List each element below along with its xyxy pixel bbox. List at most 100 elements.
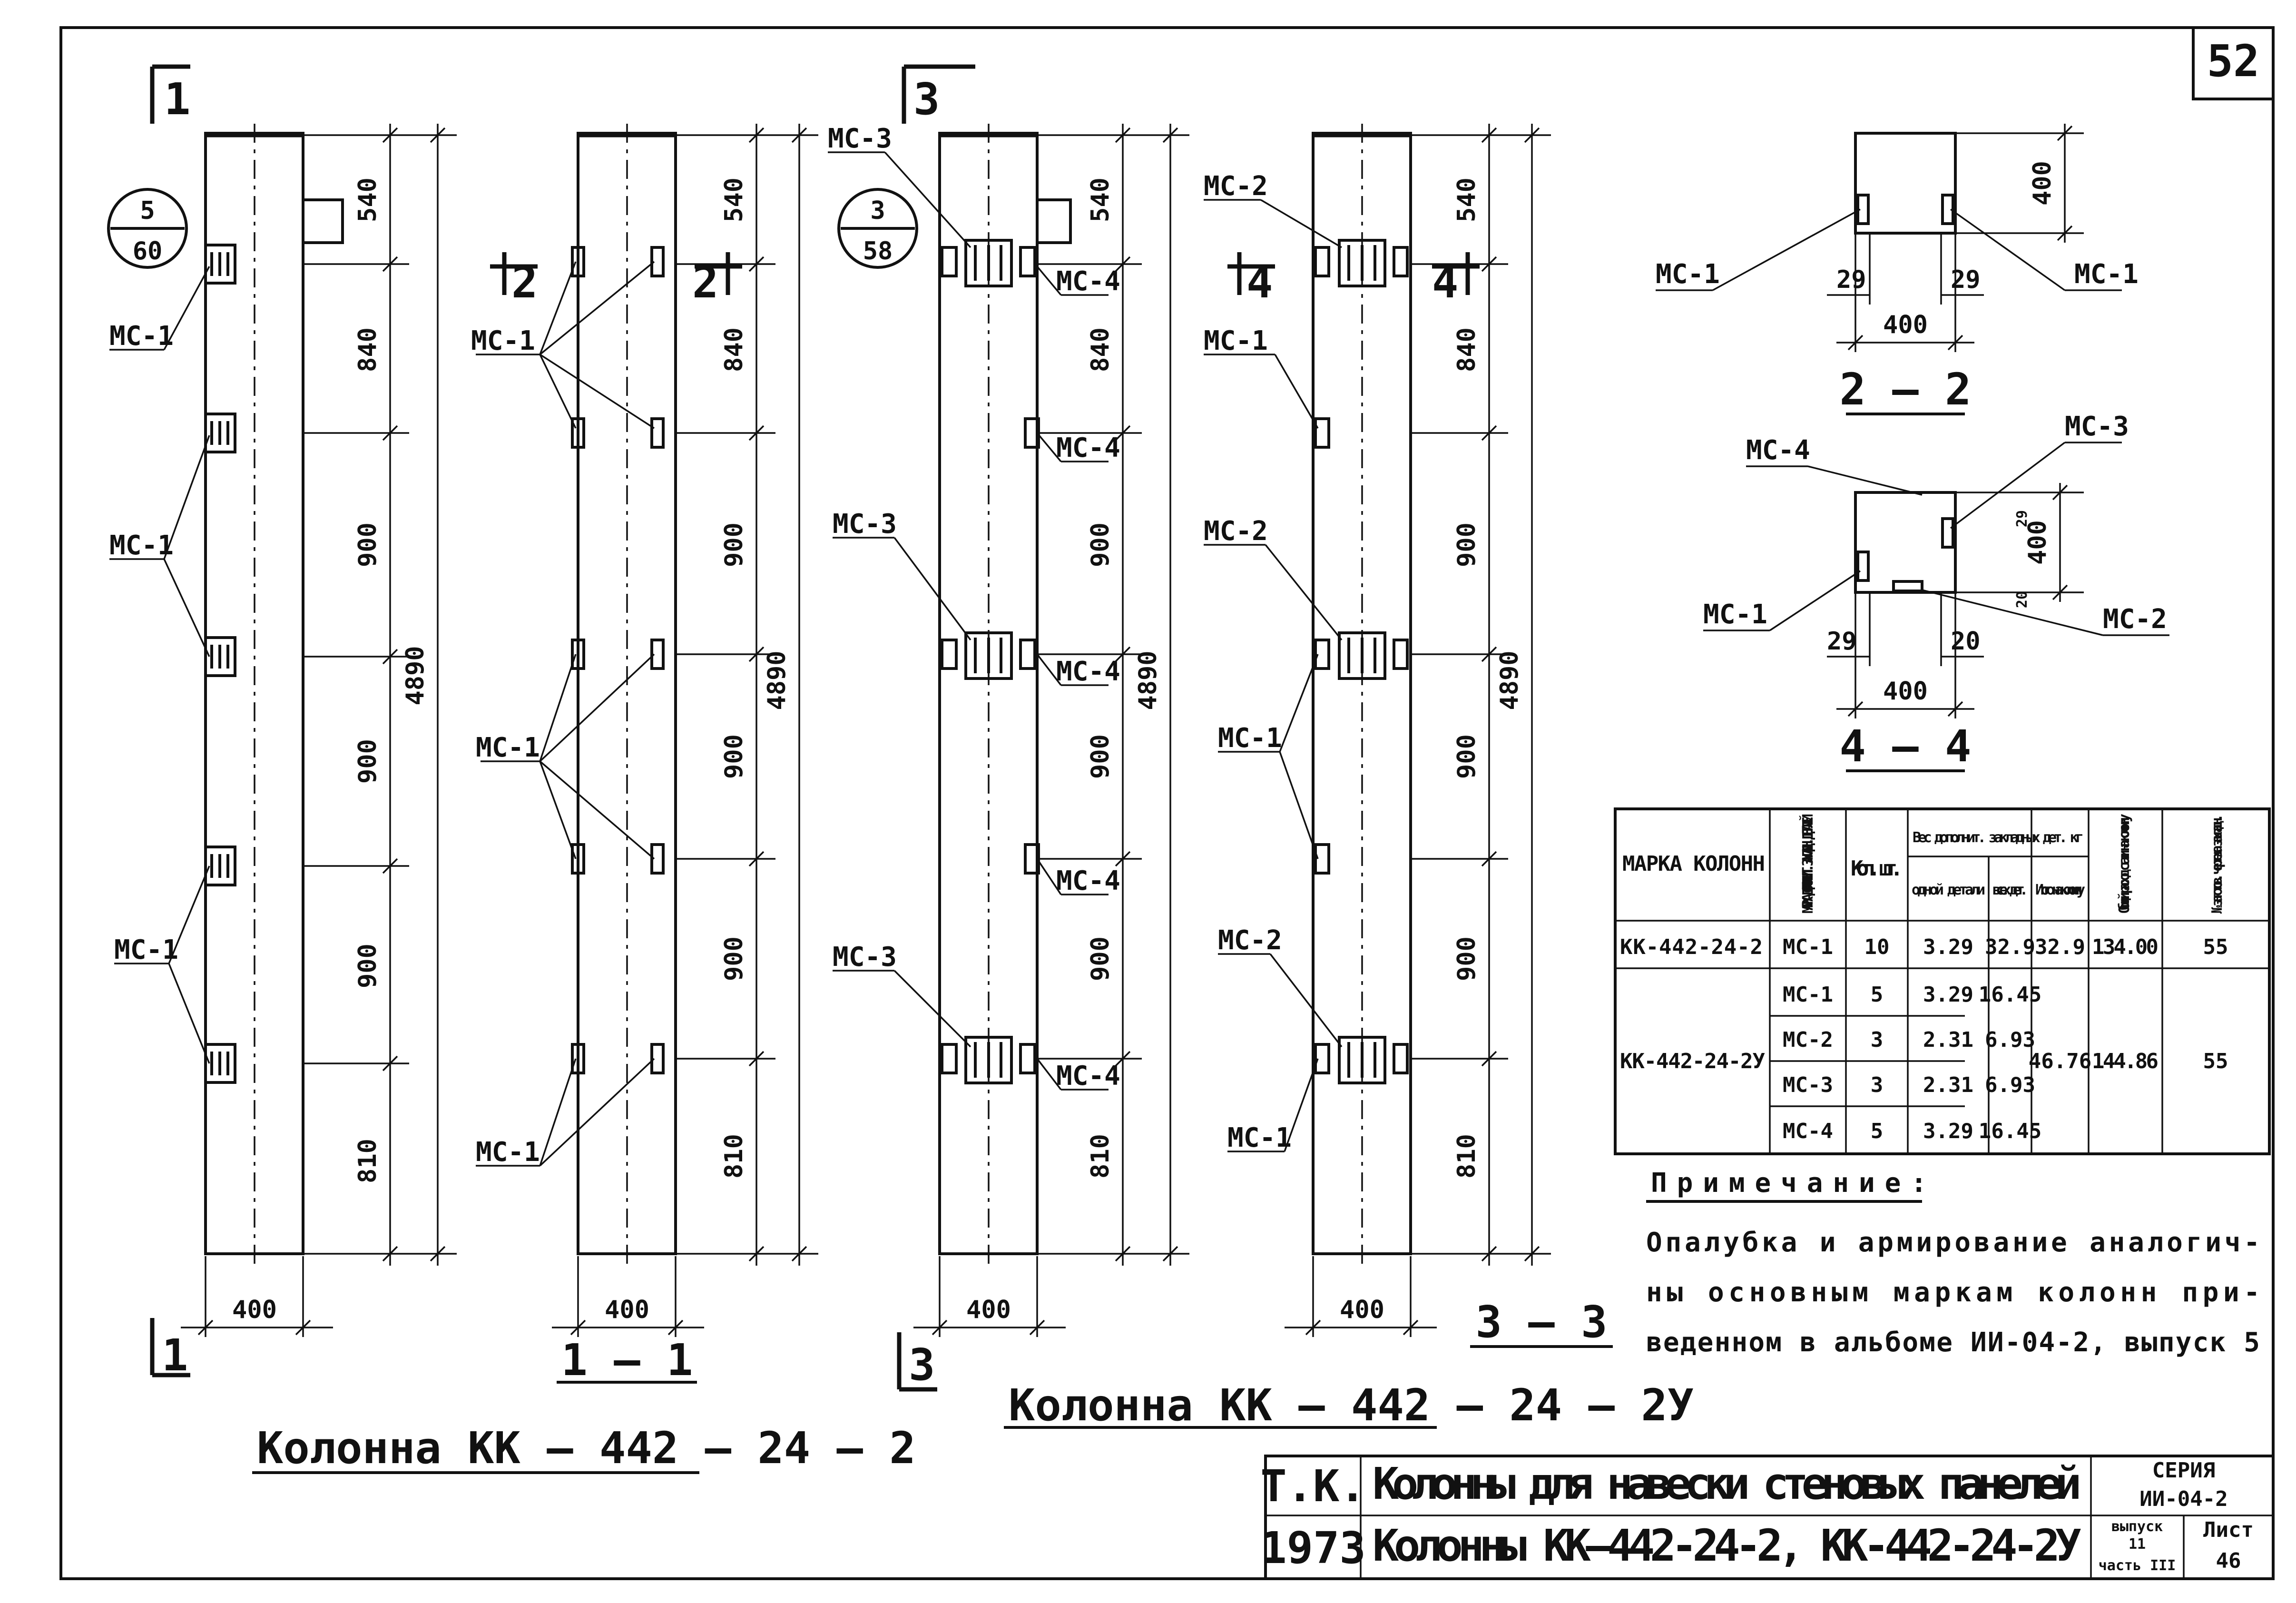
column-a-width-400: 400 [232,1296,277,1324]
title-block-series-label: СЕРИЯ [2152,1458,2215,1483]
row1-part: МС-1 [1783,935,1833,959]
section-3-3-dim-900-2: 900 [1452,734,1481,779]
section-mark-4 [1227,252,1480,295]
section-4-left: 4 [1246,257,1273,308]
row2-item4-part: МС-4 [1783,1119,1833,1143]
row1-qty: 10 [1864,935,1890,959]
section-2-2-caption: 2 — 2 [1840,364,1972,415]
section-2-2-view: 400 29 29 400 МС-1 МС-1 2 — 2 [1656,124,2139,415]
section-3-3-dimensions [1411,124,1551,1266]
row2-item3-part: МС-3 [1783,1073,1833,1097]
row2-drawing: 55 [2203,1049,2228,1073]
note-line-1: Опалубка и армирование аналогич- [1646,1227,2260,1258]
callout-3-58 [837,188,918,269]
title-block-sheet-label: Лист [2203,1518,2254,1542]
column-b-dim-900-2: 900 [1086,734,1115,779]
column-b-dim-900-1: 900 [1086,522,1115,567]
callout-5-60 [107,188,188,269]
section-1-1-dim-540: 540 [720,177,748,222]
callout-58: 58 [863,237,893,266]
section-4-4-label-mc3: МС-3 [2065,411,2129,442]
column-b-dim-4890: 4890 [1134,650,1162,710]
section-1-1-label-mc1-a: МС-1 [471,325,535,356]
title-block-title: Колонны для навески стеновых панелей [1373,1458,2081,1509]
section-2-2-dim-29-r: 29 [1951,266,1981,294]
row1-total: 32.9 [2035,935,2085,959]
column-b-label-mc3-b: МС-3 [833,509,897,540]
column-a-elevation: 540 840 900 900 900 810 4890 400 1 1 5 6… [107,64,916,1474]
column-a-label-mc1-c: МС-1 [114,934,178,965]
section-4-4-dim-400-h: 400 [1883,677,1928,706]
section-1-1-dim-900-1: 900 [720,522,748,567]
column-b-width-400: 400 [966,1296,1011,1324]
section-3-3-width-400: 400 [1340,1296,1384,1324]
row2-item4-qty: 5 [1871,1119,1884,1143]
section-4-4-dim-29-v: 29 [2014,510,2031,527]
row2-item3-qty: 3 [1871,1073,1884,1097]
column-b-plates [941,239,1040,1084]
section-3-3-dim-4890: 4890 [1495,650,1524,710]
section-1-1-dim-900-2: 900 [720,734,748,779]
column-b-leaders [828,151,1109,1091]
row2-item3-one: 2.31 [1923,1073,1973,1097]
section-1-bottom: 1 [162,1330,188,1381]
row2-item1-one: 3.29 [1923,983,1973,1007]
title-block: Т.К. 1973 Колонны для навески стеновых п… [1260,1455,2275,1580]
row1-one: 3.29 [1923,935,1973,959]
column-b-label-mc4-a: МС-4 [1056,266,1120,297]
title-block-subtitle: Колонны КК—442-24-2, КК-442-24-2У [1373,1520,2081,1571]
table-header-drawing: № заготов. чертежа закладн. [2209,814,2226,914]
section-3-3-leaders [1204,199,1343,1152]
column-a-dim-4890: 4890 [401,646,430,705]
column-b-label-mc4-d: МС-4 [1056,865,1120,896]
row1-steel: 134.00 [2092,935,2159,959]
section-2-2-dim-400-v: 400 [2028,161,2057,206]
row2-item4-one: 3.29 [1923,1119,1973,1143]
section-3-3-dim-840: 840 [1452,327,1481,372]
section-1-1-plates [571,246,665,1074]
section-4-4-label-mc2: МС-2 [2103,604,2167,635]
column-a-console [303,198,344,244]
column-a-label-mc1-a: МС-1 [109,321,174,352]
table-header-weight: Вес дополнит. закладных дет. кг [1913,829,2084,846]
row1-mark: КК-442-24-2 [1620,935,1763,959]
column-b-label-mc4-b: МС-4 [1056,433,1120,463]
section-1-top: 1 [164,74,190,125]
column-a-label-mc1-b: МС-1 [109,530,174,561]
section-3-3-dim-900-3: 900 [1452,936,1481,981]
table-header-qty: Кол. шт. [1851,856,1903,881]
section-4-4-label-mc1: МС-1 [1703,599,1767,630]
table-header-total: Итого на колонну [2035,882,2085,898]
title-block-part: часть III [2099,1557,2176,1574]
title-block-series: ИИ-04-2 [2139,1487,2227,1511]
section-3-3-label-mc1-c: МС-1 [1227,1122,1292,1153]
section-mark-1 [150,64,190,1377]
title-block-tk: Т.К. [1260,1461,1366,1512]
row2-item1-all: 16.45 [1979,983,2041,1007]
table-header-one: одной детали [1912,882,1985,898]
column-a-leaders [109,266,210,1064]
section-3-3-dim-900-1: 900 [1452,522,1481,567]
section-3-3-label-mc2-c: МС-2 [1218,925,1282,956]
section-2-left: 2 [511,257,538,308]
table-header-part: МАРКА ДОПОЛНИТ. ЗАКЛАДН. ДЕТАЛЕЙ [1799,814,1816,914]
section-1-1-view: МС-1 МС-1 МС-1 540 840 900 900 900 810 4… [471,124,818,1386]
section-1-1-width-dim [552,1256,704,1337]
column-b-caption: Колонна КК — 442 — 24 — 2У [1009,1380,1694,1431]
section-4-4-view: 400 29 20 29 20 400 МС-4 МС-3 МС-1 МС-2 … [1703,411,2169,772]
section-4-4-dim-29-h: 29 [1827,627,1857,656]
column-b-elevation: МС-3 МС-4 МС-4 МС-3 МС-4 МС-4 МС-3 МС-4 … [828,64,1694,1431]
column-a-dim-900-2: 900 [353,739,382,784]
table-header-mark: МАРКА КОЛОНН [1622,852,1765,876]
column-a-dim-900-3: 900 [353,944,382,988]
section-3-3-dim-810: 810 [1452,1134,1481,1179]
section-1-1-width-400: 400 [605,1296,649,1324]
column-b-dim-900-3: 900 [1086,936,1115,981]
callout-5: 5 [140,197,155,225]
section-3-bottom: 3 [909,1339,935,1390]
row2-mark: КК-442-24-2У [1620,1049,1765,1073]
row2-steel: 144.86 [2092,1049,2159,1073]
section-3-3-caption: 3 — 3 [1476,1297,1608,1347]
row1-drawing: 55 [2203,935,2228,959]
